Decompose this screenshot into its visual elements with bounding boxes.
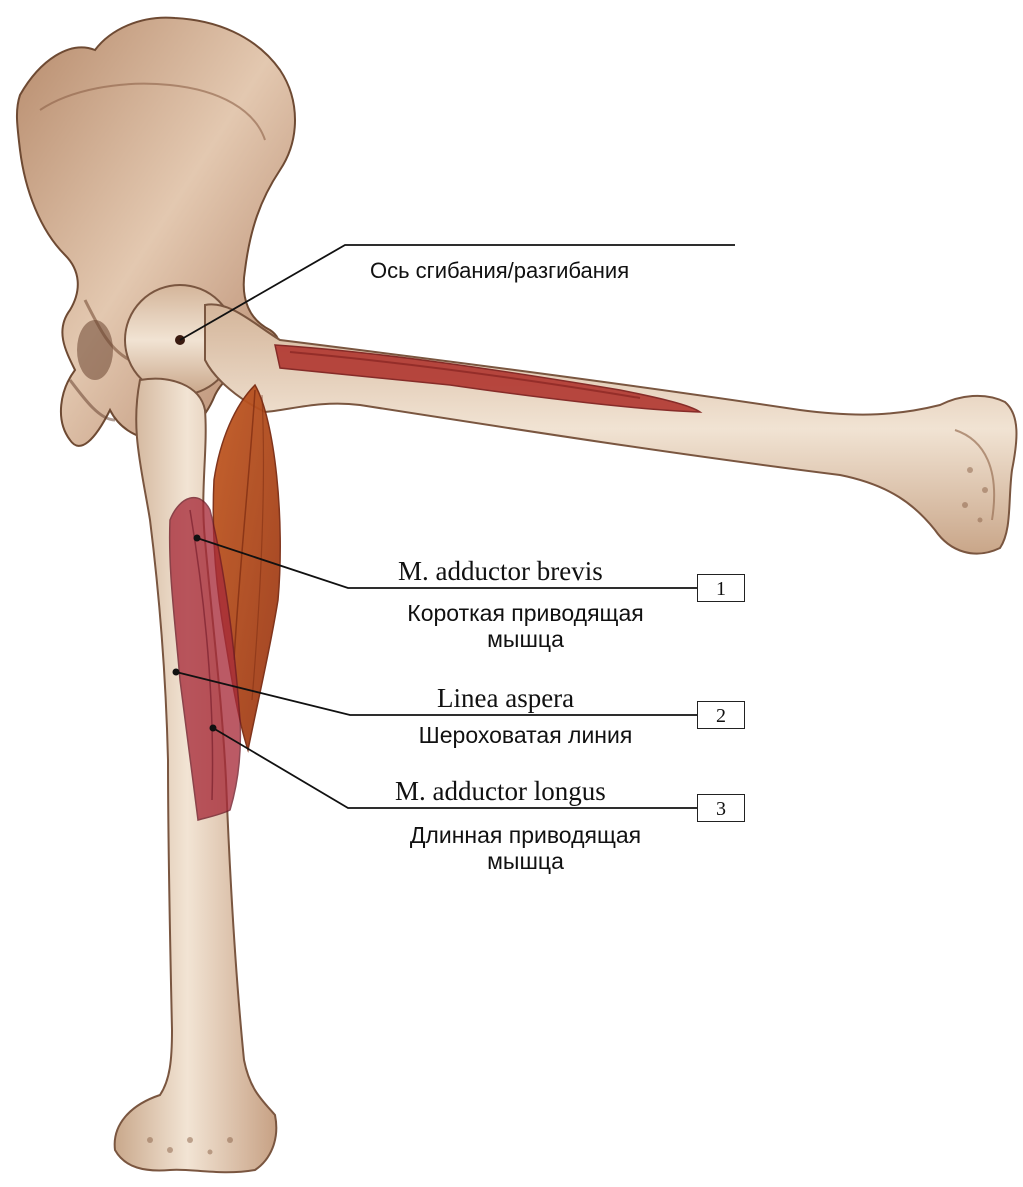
label-3-russian-line1: Длинная приводящая [368,822,683,848]
pointer-dot-1 [194,535,201,542]
number-box-3: 3 [697,794,745,822]
axis-label: Ось сгибания/разгибания [370,258,629,284]
femur-abducted [205,304,1016,553]
label-2-russian-line1: Шероховатая линия [368,722,683,748]
number-box-2: 2 [697,701,745,729]
label-2-latin: Linea aspera [437,683,574,714]
pointer-dot-3 [210,725,217,732]
label-1-russian-line2: мышца [368,626,683,652]
number-box-1: 1 [697,574,745,602]
pointer-dot-2 [173,669,180,676]
label-3-latin: M. adductor longus [395,776,606,807]
label-1-russian-line1: Короткая приводящая [368,600,683,626]
label-2-russian: Шероховатая линия [368,722,683,748]
label-3-russian: Длинная приводящая мышца [368,822,683,874]
label-3-russian-line2: мышца [368,848,683,874]
label-1-russian: Короткая приводящая мышца [368,600,683,652]
label-1-latin: M. adductor brevis [398,556,603,587]
